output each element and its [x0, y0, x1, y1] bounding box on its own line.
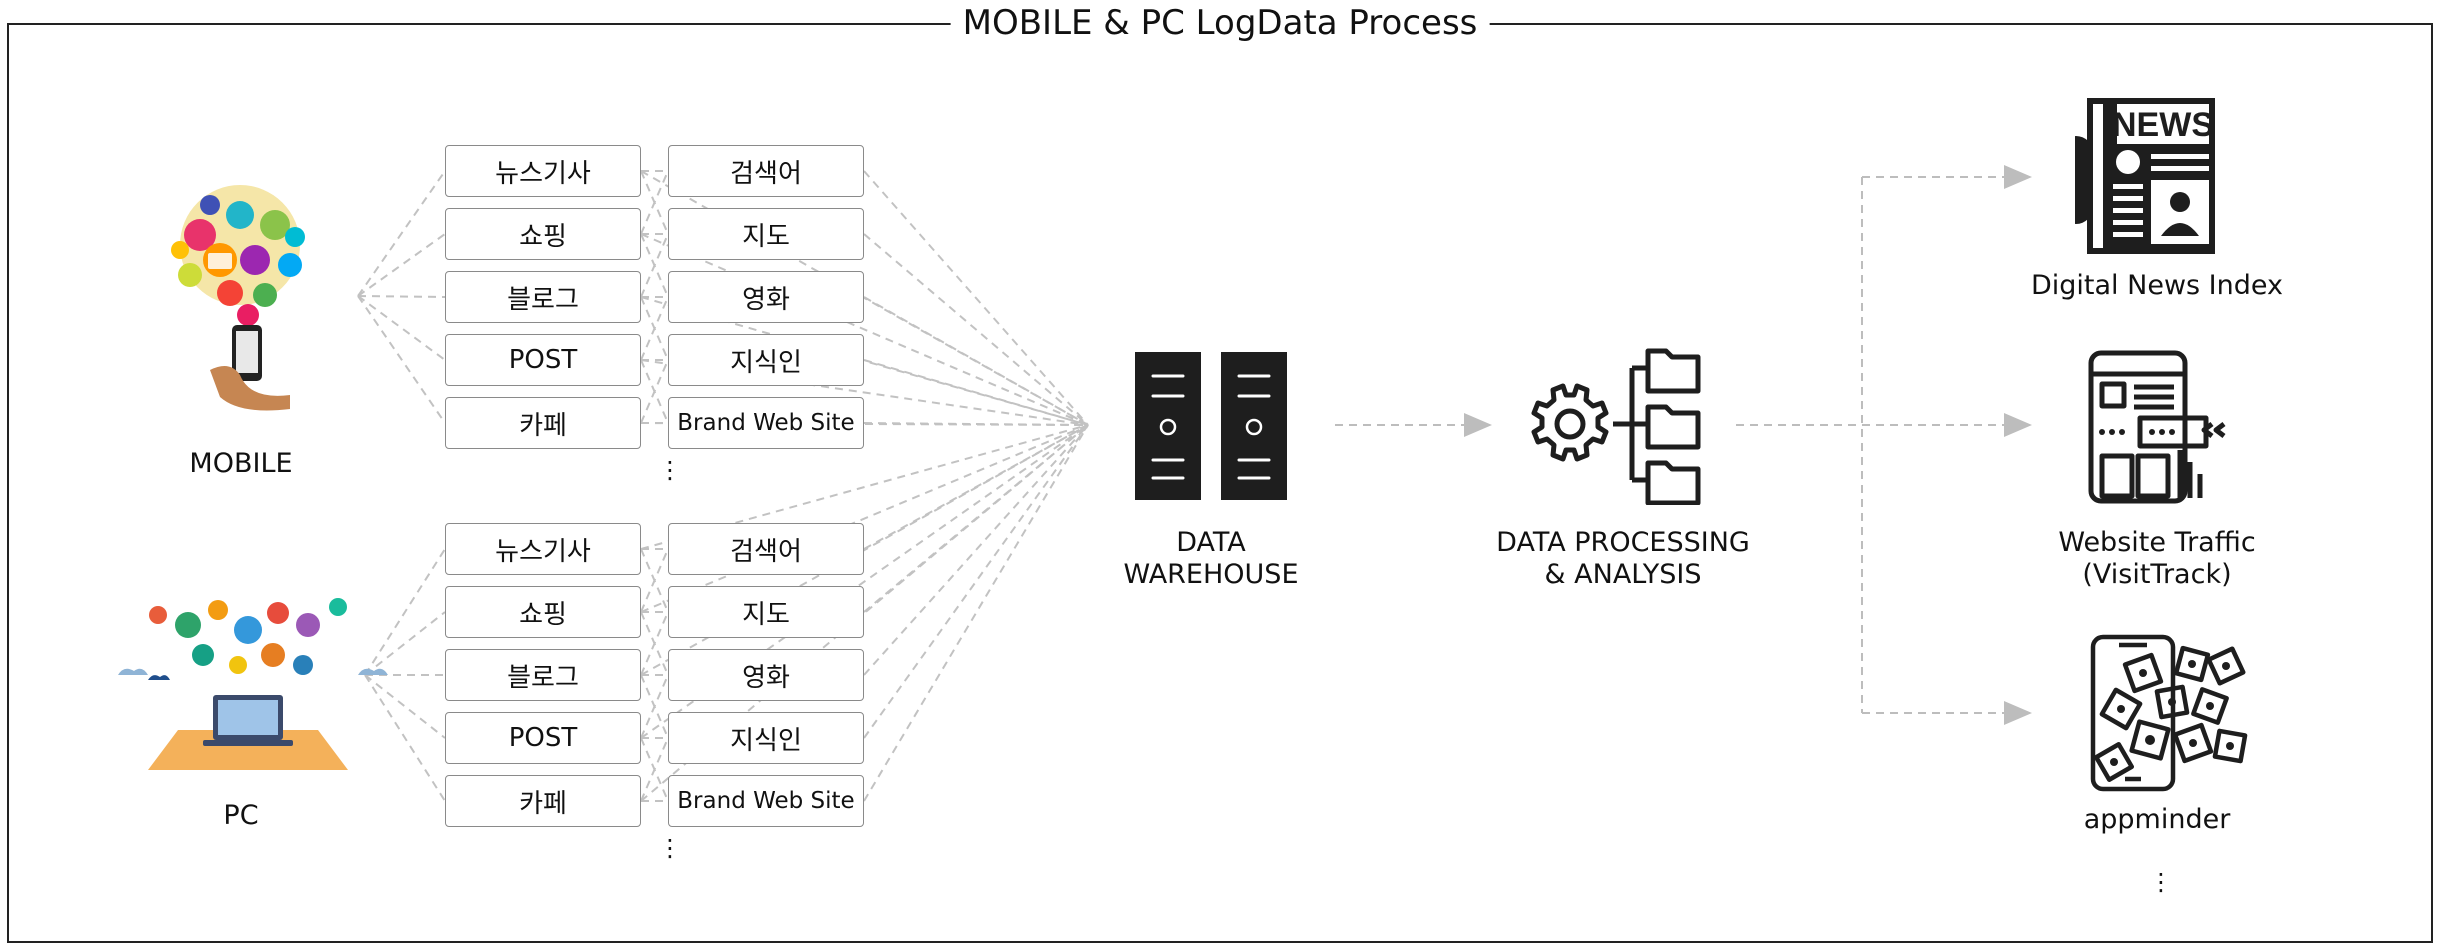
smartphone-apps-icon: [2090, 634, 2248, 792]
news-label: Digital News Index: [2030, 270, 2284, 301]
connector-pc-to-box: [364, 548, 446, 676]
category-box-mobile-shopping: 쇼핑: [445, 208, 641, 260]
connector-box-to-box: [640, 737, 669, 802]
connector-box-to-box: [640, 233, 669, 298]
category-box-mobile-brand: Brand Web Site: [668, 397, 864, 449]
mobile-ellipsis: ⋮: [658, 456, 682, 484]
category-box-mobile-post: POST: [445, 334, 641, 386]
connector-mobile-to-box: [357, 233, 446, 297]
category-box-pc-knowledge: 지식인: [668, 712, 864, 764]
pc-label: PC: [223, 800, 259, 831]
pc-ellipsis: ⋮: [658, 834, 682, 862]
connector-box-to-warehouse: [863, 424, 1089, 802]
connector-box-to-warehouse: [640, 424, 1089, 613]
category-box-pc-cafe: 카페: [445, 775, 641, 827]
connector-box-to-box: [640, 548, 669, 613]
connector-mobile-to-box: [357, 295, 446, 361]
connector-box-to-warehouse: [863, 424, 1089, 739]
category-box-pc-map: 지도: [668, 586, 864, 638]
app-label: appminder: [2083, 804, 2231, 835]
connector-pc-to-box: [364, 611, 446, 676]
category-box-mobile-movie: 영화: [668, 271, 864, 323]
connector-box-to-box: [640, 170, 669, 235]
warehouse-label-line2: WAREHOUSE: [1123, 559, 1299, 590]
connector-box-to-warehouse: [863, 233, 1089, 426]
connector-pc-to-box: [364, 674, 446, 802]
gear-folders-icon: [1531, 348, 1701, 505]
connector-box-to-warehouse: [863, 424, 1089, 676]
server-rack-icon: [1135, 352, 1287, 500]
category-box-pc-brand: Brand Web Site: [668, 775, 864, 827]
category-box-pc-shopping: 쇼핑: [445, 586, 641, 638]
outputs-ellipsis: ⋮: [2149, 868, 2173, 896]
news-badge-text: NEWS: [2112, 106, 2214, 144]
category-box-mobile-knowledge: 지식인: [668, 334, 864, 386]
traffic-label-line2: (VisitTrack): [2082, 559, 2232, 590]
category-box-pc-movie: 영화: [668, 649, 864, 701]
connector-pc-to-box: [364, 674, 446, 739]
connector-box-to-box: [640, 359, 669, 424]
mobile-label: MOBILE: [189, 448, 293, 479]
category-box-mobile-news: 뉴스기사: [445, 145, 641, 197]
category-box-mobile-search: 검색어: [668, 145, 864, 197]
traffic-label-line1: Website Traffic: [2058, 527, 2256, 558]
diagram-title: MOBILE & PC LogData Process: [950, 1, 1490, 45]
connector-mobile-to-box: [357, 295, 446, 424]
website-traffic-icon: [2088, 350, 2226, 504]
category-box-pc-search: 검색어: [668, 523, 864, 575]
processing-label-line1: DATA PROCESSING: [1496, 527, 1750, 558]
connector-box-to-warehouse: [640, 233, 1089, 426]
warehouse-label-line1: DATA: [1176, 527, 1246, 558]
laptop-app-cloud-icon: [118, 598, 388, 770]
category-box-mobile-cafe: 카페: [445, 397, 641, 449]
connector-box-to-warehouse: [863, 359, 1089, 426]
connector-mobile-to-box: [357, 295, 446, 298]
category-box-pc-news: 뉴스기사: [445, 523, 641, 575]
processing-label-line2: & ANALYSIS: [1544, 559, 1702, 590]
connector-box-to-box: [640, 296, 669, 361]
category-box-mobile-map: 지도: [668, 208, 864, 260]
mobile-app-cloud-icon: [171, 185, 305, 411]
connector-box-to-box: [640, 611, 669, 676]
category-box-pc-blog: 블로그: [445, 649, 641, 701]
connector-mobile-to-box: [357, 170, 446, 297]
category-box-mobile-blog: 블로그: [445, 271, 641, 323]
category-box-pc-post: POST: [445, 712, 641, 764]
newspaper-icon: NEWS: [2059, 98, 2215, 254]
connector-box-to-warehouse: [863, 170, 1089, 426]
connector-box-to-box: [640, 674, 669, 739]
